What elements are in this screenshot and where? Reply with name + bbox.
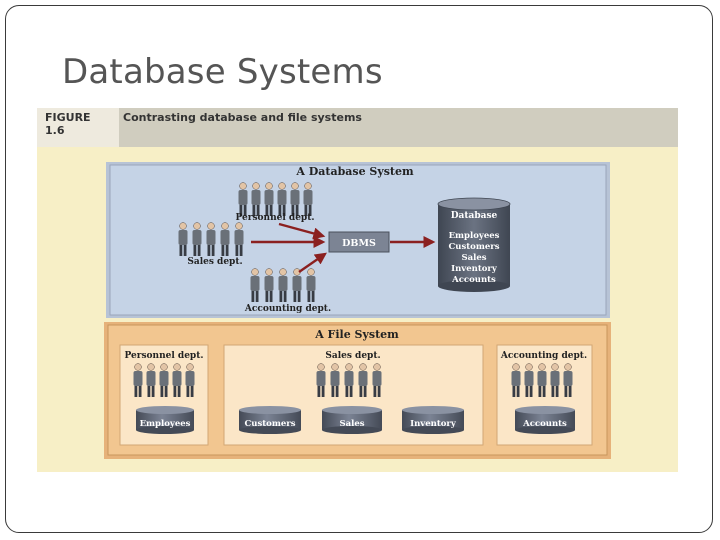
file-employees-label: Employees (140, 419, 191, 429)
file-sales: Sales (322, 406, 382, 434)
personnel-dept-label-fs: Personnel dept. (124, 351, 203, 361)
personnel-box-fs: Personnel dept. Employees (119, 344, 209, 446)
file-accounts-label: Accounts (522, 419, 567, 429)
slide-title: Database Systems (62, 52, 383, 92)
database-item-accounts: Accounts (451, 275, 496, 285)
database-title: Database (451, 211, 498, 221)
file-customers: Customers (239, 406, 301, 434)
file-customers-label: Customers (245, 419, 296, 429)
dbms-box: DBMS (328, 231, 390, 253)
figure-label-line2: 1.6 (45, 124, 65, 137)
accounting-box-fs: Accounting dept. Accounts (496, 344, 593, 446)
accounting-group-db: Accounting dept. (244, 268, 331, 314)
file-inventory: Inventory (402, 406, 464, 434)
file-system-title: A File System (314, 328, 399, 341)
database-item-customers: Customers (449, 242, 500, 252)
file-accounts: Accounts (515, 406, 575, 434)
file-sales-label: Sales (339, 419, 364, 429)
database-item-employees: Employees (449, 231, 500, 241)
arrows-to-dbms (251, 222, 436, 273)
sales-dept-label-db: Sales dept. (187, 257, 242, 267)
figure-header: FIGURE 1.6 Contrasting database and file… (37, 108, 678, 147)
database-item-inventory: Inventory (451, 264, 498, 274)
sales-group-db: Sales dept. (178, 222, 244, 267)
accounting-dept-label-fs: Accounting dept. (500, 351, 587, 361)
figure-panel: FIGURE 1.6 Contrasting database and file… (37, 108, 678, 472)
accounting-dept-label-db: Accounting dept. (244, 304, 331, 314)
figure-label-box: FIGURE 1.6 (37, 108, 119, 147)
file-employees: Employees (136, 406, 194, 434)
personnel-group-db: Personnel dept. (235, 182, 315, 223)
file-inventory-label: Inventory (410, 419, 457, 429)
personnel-dept-label-db: Personnel dept. (235, 213, 314, 223)
figure-label-line1: FIGURE (45, 111, 91, 124)
figure-caption: Contrasting database and file systems (123, 111, 362, 124)
sales-dept-label-fs: Sales dept. (325, 351, 380, 361)
database-system-panel: A Database System Personnel dept. Sales … (106, 162, 610, 318)
sales-box-fs: Sales dept. Customers Sales (223, 344, 484, 446)
file-system-panel: A File System Personnel dept. Employees (104, 322, 611, 459)
database-item-sales: Sales (461, 253, 486, 263)
figure-label: FIGURE 1.6 (45, 111, 91, 137)
database-system-title: A Database System (295, 165, 414, 178)
dbms-label: DBMS (342, 238, 376, 249)
figure-diagram: A Database System Personnel dept. Sales … (104, 162, 611, 459)
database-cylinder: Database Employees Customers Sales Inven… (437, 197, 511, 292)
